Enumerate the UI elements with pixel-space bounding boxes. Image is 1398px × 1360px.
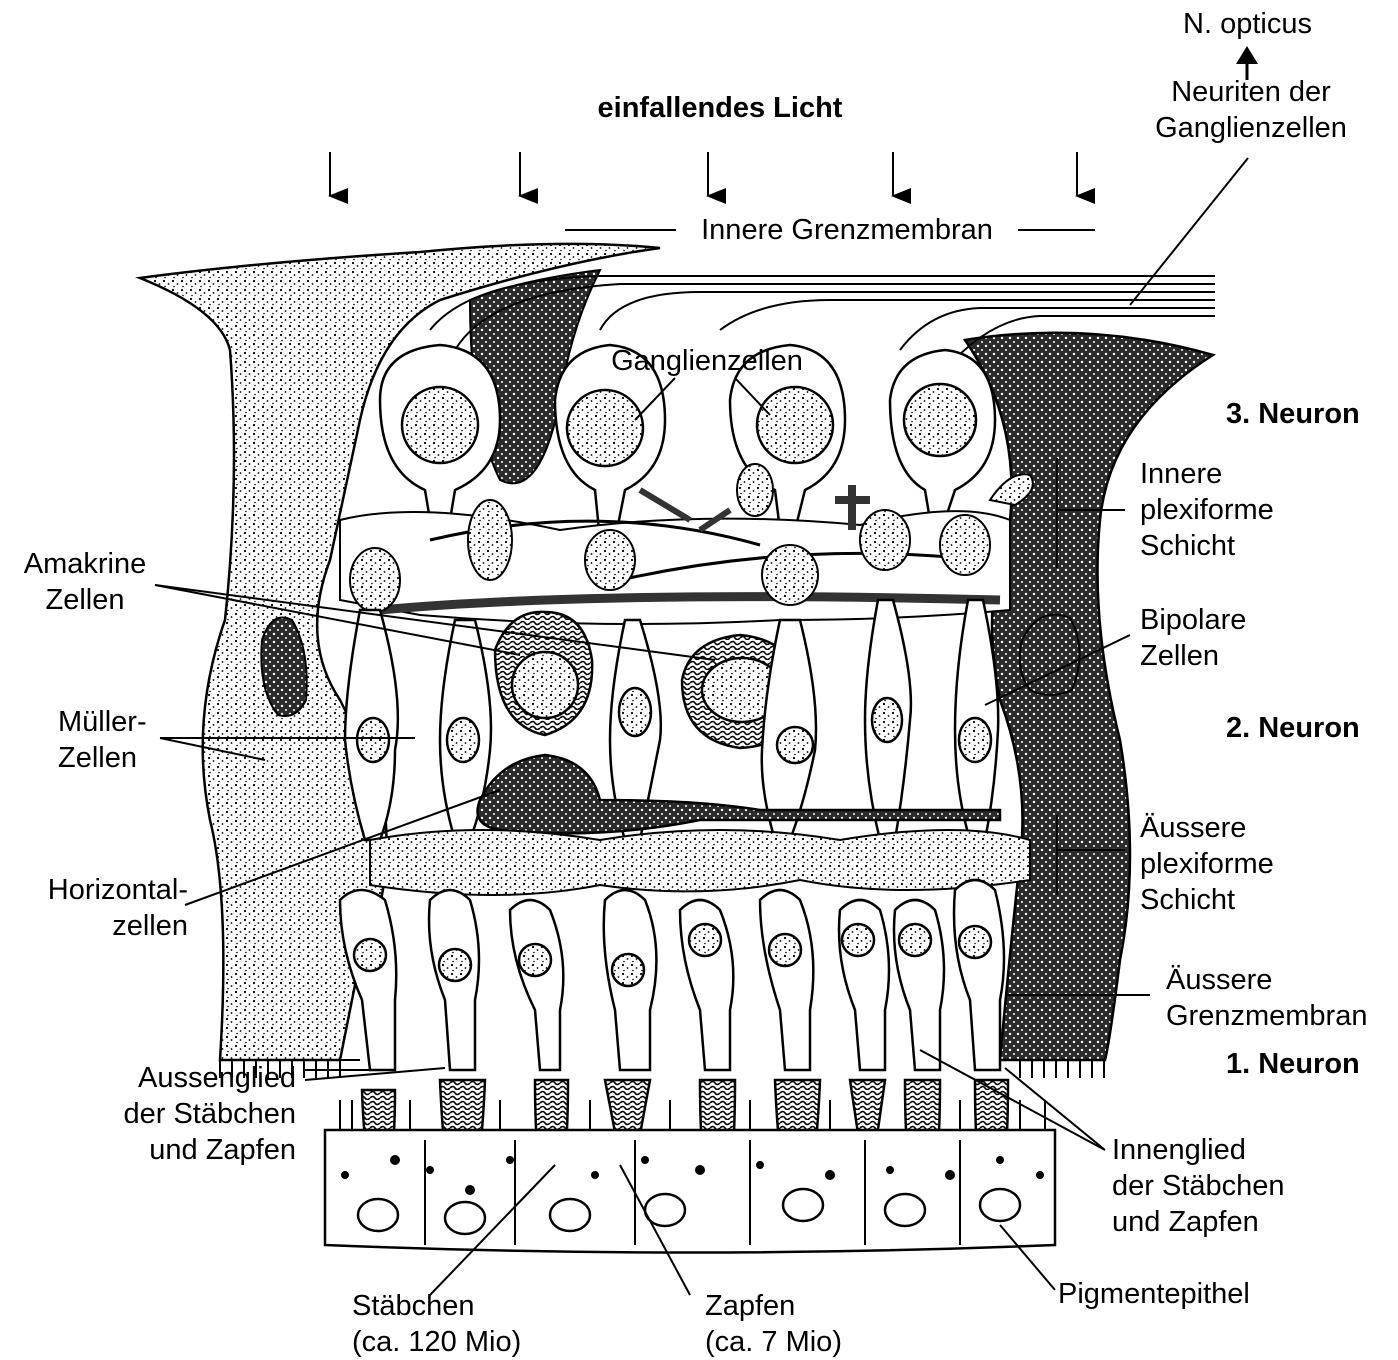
- outer-limiting-line2: Grenzmembran: [1166, 998, 1367, 1034]
- outer-limiting-line1: Äussere: [1166, 962, 1367, 998]
- rods-label: Stäbchen (ca. 120 Mio): [352, 1288, 521, 1360]
- inner-plexiform-line1: Innere: [1140, 456, 1274, 492]
- mueller-line2: Zellen: [58, 740, 147, 776]
- inner-plexiform-label: Innere plexiforme Schicht: [1140, 456, 1274, 564]
- bipolar-line2: Zellen: [1140, 638, 1246, 674]
- outer-plexiform-label: Äussere plexiforme Schicht: [1140, 810, 1274, 918]
- bipolar-cells-label: Bipolare Zellen: [1140, 602, 1246, 674]
- outer-plexiform-line1: Äussere: [1140, 810, 1274, 846]
- neuriten-label: Neuriten der Ganglienzellen: [1140, 74, 1362, 146]
- outer-segment-line2: der Stäbchen: [80, 1096, 296, 1132]
- outer-plexiform-line2: plexiforme: [1140, 846, 1274, 882]
- amacrine-cells-label: Amakrine Zellen: [0, 546, 170, 618]
- bipolar-line1: Bipolare: [1140, 602, 1246, 638]
- inner-segment-line3: und Zapfen: [1112, 1204, 1285, 1240]
- outer-plexiform-line3: Schicht: [1140, 882, 1274, 918]
- neuron-1-label: 1. Neuron: [1226, 1046, 1360, 1082]
- cones-line1: Zapfen: [705, 1288, 842, 1324]
- outer-segment-label: Aussenglied der Stäbchen und Zapfen: [80, 1060, 296, 1168]
- pigment-epithelium-label: Pigmentepithel: [1058, 1276, 1250, 1312]
- rods-line2: (ca. 120 Mio): [352, 1324, 521, 1360]
- cones-line2: (ca. 7 Mio): [705, 1324, 842, 1360]
- inner-limiting-membrane-label: Innere Grenzmembran: [676, 212, 1018, 248]
- outer-plexiform-layer: [370, 830, 1030, 895]
- inner-segment-line2: der Stäbchen: [1112, 1168, 1285, 1204]
- neuron-2-label: 2. Neuron: [1226, 710, 1360, 746]
- horizontal-cells-label: Horizontal- zellen: [0, 872, 188, 944]
- neuron-3-label: 3. Neuron: [1226, 396, 1360, 432]
- cones-label: Zapfen (ca. 7 Mio): [705, 1288, 842, 1360]
- horizontal-line1: Horizontal-: [0, 872, 188, 908]
- amacrine-line2: Zellen: [0, 582, 170, 618]
- rods-line1: Stäbchen: [352, 1288, 521, 1324]
- inner-segment-line1: Innenglied: [1112, 1132, 1285, 1168]
- outer-limiting-membrane-label: Äussere Grenzmembran: [1166, 962, 1367, 1034]
- outer-segment-line1: Aussenglied: [80, 1060, 296, 1096]
- n-opticus-label: N. opticus: [1160, 6, 1335, 42]
- inner-segment-label: Innenglied der Stäbchen und Zapfen: [1112, 1132, 1285, 1240]
- neuriten-label-line2: Ganglienzellen: [1140, 110, 1362, 146]
- amacrine-line1: Amakrine: [0, 546, 170, 582]
- incoming-light-label: einfallendes Licht: [570, 90, 870, 126]
- photoreceptor-cells: [340, 880, 1004, 1070]
- horizontal-cell: [478, 755, 1001, 833]
- ganglion-cells-label: Ganglienzellen: [596, 343, 818, 379]
- inner-plexiform-line2: plexiforme: [1140, 492, 1274, 528]
- mueller-line1: Müller-: [58, 704, 147, 740]
- neuriten-label-line1: Neuriten der: [1140, 74, 1362, 110]
- horizontal-line2: zellen: [0, 908, 188, 944]
- pigment-epithelium: [325, 1100, 1055, 1253]
- mueller-cells-label: Müller- Zellen: [58, 704, 147, 776]
- outer-segment-line3: und Zapfen: [80, 1132, 296, 1168]
- light-arrows: [330, 152, 1077, 196]
- inner-plexiform-line3: Schicht: [1140, 528, 1274, 564]
